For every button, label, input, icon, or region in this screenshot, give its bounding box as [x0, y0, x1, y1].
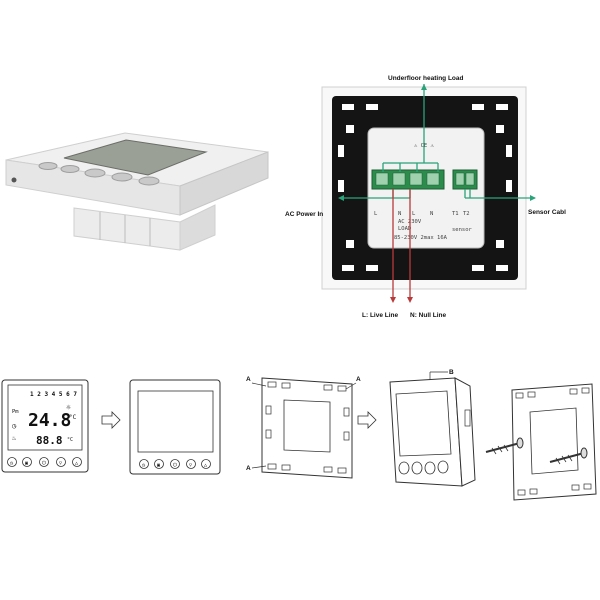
ac-power-label: AC Power In: [285, 211, 323, 218]
live-line-label: L: Live Line: [362, 312, 399, 319]
menu-icon: ▣: [25, 461, 28, 467]
lcd-area: [7, 384, 83, 451]
rating-line-2: LOAD: [398, 226, 411, 232]
sensor-arrow: [530, 195, 536, 201]
null-arrow: [407, 297, 413, 303]
power-arrow: [338, 195, 344, 201]
screw-left: [485, 437, 524, 455]
marker-a-top-left: A: [246, 376, 251, 383]
step3-mounting-plate: A A A: [246, 376, 361, 479]
svg-text:▽: ▽: [189, 463, 192, 469]
set-temperature: 24.8: [28, 410, 71, 431]
room-temperature: 88.8: [36, 434, 63, 447]
rating-line-3: 85-230V 2max 16A: [394, 235, 448, 241]
green-wires: [340, 84, 535, 199]
lcd-screen: [63, 139, 208, 176]
terminal-label-3: L: [412, 211, 416, 217]
thermostat-photo: [5, 132, 269, 251]
front-buttons: [7, 457, 82, 467]
clock-icon: ◷: [12, 422, 17, 430]
step4-attach-front: B: [389, 369, 476, 487]
photo-button-power: [84, 168, 106, 178]
room-temp-unit: °C: [67, 437, 73, 443]
svg-text:◷: ◷: [142, 463, 145, 469]
photo-button-1: [38, 162, 58, 170]
photo-button-4: [138, 176, 160, 186]
red-wires: [392, 189, 411, 300]
button-mode: [7, 457, 17, 467]
step2-front-blank: ◷ ▣ ⏻ ▽ △: [129, 379, 221, 475]
marker-a-bottom-left: A: [246, 465, 251, 472]
button-power: [39, 457, 49, 467]
set-temp-unit: °C: [69, 414, 77, 421]
step-arrow-2: [357, 411, 377, 429]
button-up: [72, 457, 82, 467]
terminal-label-6: T2: [463, 211, 470, 217]
step5-screw-plate: [485, 383, 597, 501]
marker-a-top-right: A: [356, 376, 361, 383]
screw-right: [549, 447, 588, 465]
sun-icon: ☼: [66, 403, 71, 412]
svg-text:▣: ▣: [157, 463, 160, 469]
live-arrow: [390, 297, 396, 303]
down-icon: ▽: [59, 461, 62, 467]
svg-text:⏻: ⏻: [173, 463, 177, 469]
side-port: [11, 177, 17, 183]
photo-button-2: [60, 165, 80, 173]
marker-b: B: [449, 369, 454, 376]
step1-front-display: 1 2 3 4 5 6 7 Pm 24.8 °C 88.8 °C ◷ ♨ ☼ ◷…: [1, 379, 89, 473]
heat-icon: ♨: [12, 434, 16, 442]
button-down: [56, 457, 66, 467]
load-arrow: [421, 84, 427, 90]
svg-text:△: △: [204, 463, 207, 469]
step-arrow-1: [101, 411, 121, 429]
terminal-label-4: N: [430, 211, 433, 217]
load-power-terminal: [371, 169, 445, 190]
null-line-label: N: Null Line: [410, 312, 446, 319]
terminal-label-5: T1: [452, 211, 459, 217]
weekday-indicator: 1 2 3 4 5 6 7: [30, 391, 77, 398]
terminal-label-1: L: [374, 211, 378, 217]
underfloor-heating-label: Underfloor heating Load: [388, 75, 464, 82]
button-menu: [22, 457, 32, 467]
back-panel-view: ⚠ CE ⚠ L N L N T1 T2 AC 230V LOAD 85-230…: [285, 75, 566, 319]
terminal-label-2: N: [398, 211, 401, 217]
power-icon: ⏻: [42, 461, 46, 467]
mode-icon: ◷: [10, 461, 13, 467]
sensor-cable-label: Sensor Cabl: [528, 209, 566, 216]
mounting-slots: [338, 104, 512, 271]
up-icon: △: [75, 461, 78, 467]
rating-line-4: sensor: [452, 227, 473, 233]
day-marker: Pm: [12, 409, 19, 415]
photo-button-3: [111, 172, 133, 182]
